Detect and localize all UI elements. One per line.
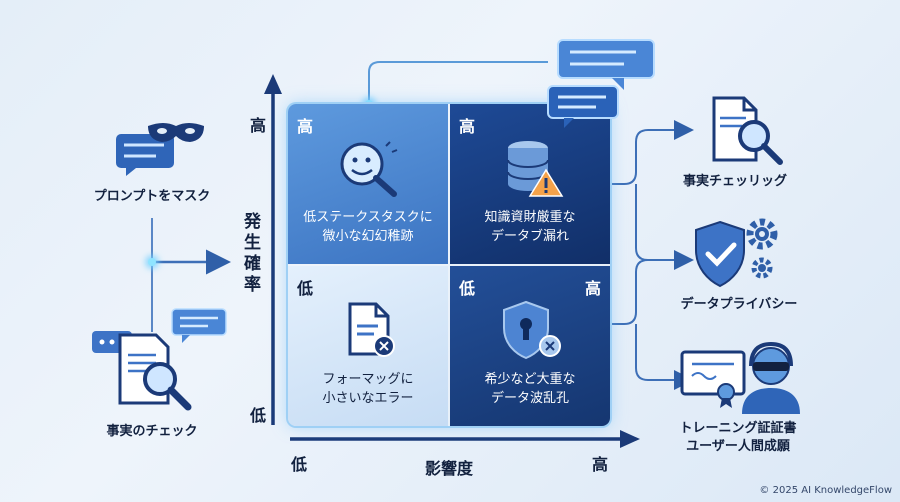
document-error-icon: [348, 302, 395, 357]
quadrant-text-line1: 低ステークスタスクに: [303, 210, 433, 225]
quadrant-bottom-left: 低 フォーマッグに 小さいなエラー: [288, 266, 448, 426]
quadrant-text-line1: 希少など大重な: [484, 372, 576, 387]
x-axis-high-label: 高: [592, 455, 609, 474]
y-axis-high-label: 高: [250, 116, 267, 135]
risk-matrix: 高 低ステークスタスクに 微小な幻幻稚跡 高 知識: [288, 104, 610, 426]
fact-checking-label: 事実チェッリッグ: [682, 174, 787, 189]
database-warning-icon: [507, 141, 564, 197]
x-axis-low-label: 低: [291, 455, 308, 474]
quadrant-corner-label: 低: [297, 279, 314, 298]
mask-prompt-label: プロンプトをマスク: [93, 189, 211, 204]
document-search-icon: [712, 96, 783, 165]
face-magnifier-icon: [340, 141, 398, 197]
quadrant-text-line1: フォーマッグに: [322, 372, 414, 387]
chat-bubble-icon: [547, 39, 655, 128]
document-search-icon: [92, 308, 227, 411]
quadrant-bottom-right: 低 高 希少など大重な データ波乱孔: [450, 266, 610, 426]
copyright-text: © 2025 AI KnowledgeFlow: [759, 485, 892, 496]
quadrant-corner-label: 高: [297, 117, 314, 136]
quadrant-corner-label: 低: [459, 279, 476, 298]
quadrant-text-line2: データブ漏れ: [490, 229, 569, 244]
quadrant-corner-label: 高: [584, 279, 601, 298]
quadrant-corner-label: 高: [459, 117, 476, 136]
fact-check-label: 事実のチェック: [106, 424, 198, 439]
training-label-line2: ユーザー人間成願: [686, 439, 790, 454]
gear-icon: [751, 257, 773, 279]
gear-icon: [746, 218, 778, 250]
training-label-line1: トレーニング証証書: [679, 421, 797, 436]
quadrant-text-line2: 微小な幻幻稚跡: [322, 229, 414, 244]
connector-node: [148, 258, 156, 266]
certificate-icon: [680, 350, 746, 408]
user-headset-icon: [742, 341, 800, 414]
mask-icon: [116, 123, 204, 176]
quadrant-text-line2: 小さいなエラー: [322, 391, 414, 406]
y-axis-title: 発生確率: [244, 212, 261, 295]
quadrant-top-left: 高 低ステークスタスクに 微小な幻幻稚跡: [288, 104, 448, 264]
quadrant-text-line2: データ波乱孔: [490, 391, 569, 406]
shield-keyhole-icon: [503, 300, 561, 360]
y-axis-low-label: 低: [250, 406, 267, 425]
x-axis-title: 影響度: [425, 459, 474, 478]
shield-check-icon: [695, 220, 745, 288]
quadrant-text-line1: 知識資財厳重な: [484, 210, 576, 225]
quadrant-top-right: 高 知識資財厳重な データブ漏れ: [450, 104, 610, 264]
data-privacy-label: データプライバシー: [680, 297, 798, 312]
